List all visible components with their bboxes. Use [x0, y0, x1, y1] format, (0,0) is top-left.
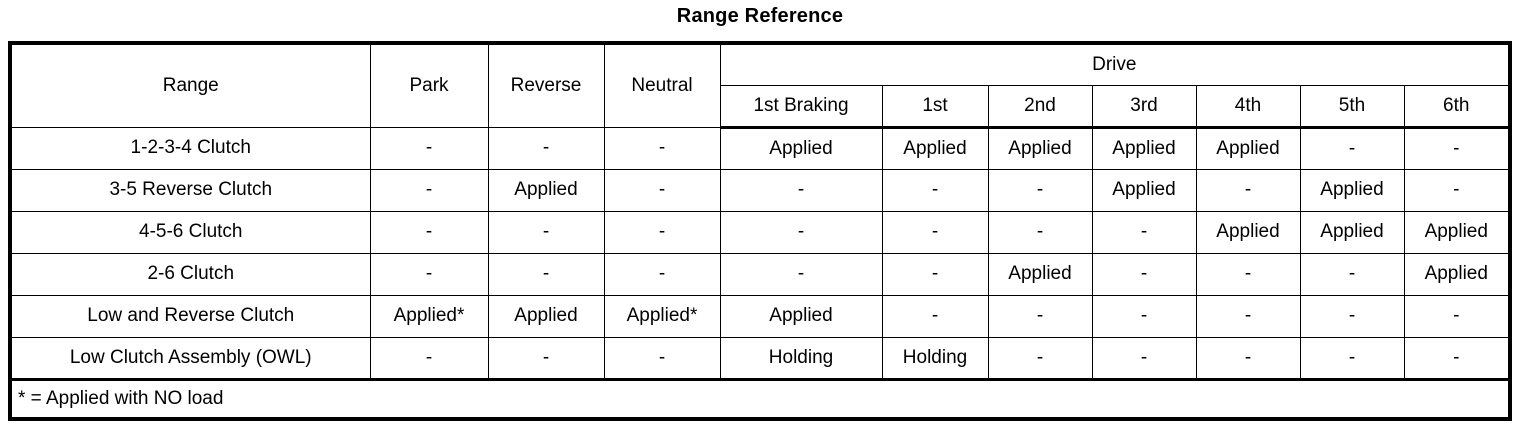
- table-footnote-row: * = Applied with NO load: [9, 377, 1511, 420]
- range-reference-table: Range Park Reverse Neutral Drive 1st Bra…: [8, 41, 1513, 421]
- row-label: 2-6 Clutch: [9, 252, 371, 296]
- cell-4th: -: [1195, 252, 1301, 296]
- cell-reverse: Applied: [487, 294, 605, 338]
- cell-4th: -: [1195, 168, 1301, 212]
- cell-1st-braking: -: [719, 168, 883, 212]
- cell-2nd: Applied: [987, 252, 1093, 296]
- cell-neutral: Applied*: [603, 294, 721, 338]
- column-header-5th: 5th: [1299, 84, 1405, 129]
- cell-6th: -: [1403, 168, 1511, 212]
- header-group-row: Range Park Reverse Neutral Drive: [9, 42, 1511, 128]
- cell-3rd: Applied: [1091, 126, 1197, 170]
- cell-reverse: -: [487, 252, 605, 296]
- column-header-range: Range: [9, 42, 371, 128]
- column-header-reverse: Reverse: [487, 42, 605, 128]
- cell-4th: Applied: [1195, 210, 1301, 254]
- cell-4th: -: [1195, 294, 1301, 338]
- cell-4th: -: [1195, 336, 1301, 380]
- cell-4th: Applied: [1195, 126, 1301, 170]
- table-row: 1-2-3-4 Clutch - - - Applied Applied App…: [9, 126, 1511, 170]
- column-header-neutral: Neutral: [603, 42, 721, 128]
- row-label: 4-5-6 Clutch: [9, 210, 371, 254]
- column-header-park: Park: [369, 42, 489, 128]
- cell-neutral: -: [603, 252, 721, 296]
- table-header: Range Park Reverse Neutral Drive 1st Bra…: [9, 42, 1511, 129]
- column-header-2nd: 2nd: [987, 84, 1093, 129]
- cell-2nd: -: [987, 210, 1093, 254]
- cell-1st-braking: Applied: [719, 294, 883, 338]
- cell-5th: -: [1299, 126, 1405, 170]
- table-body: 1-2-3-4 Clutch - - - Applied Applied App…: [9, 126, 1511, 420]
- cell-1st-braking: -: [719, 210, 883, 254]
- cell-5th: -: [1299, 294, 1405, 338]
- cell-reverse: Applied: [487, 168, 605, 212]
- table-row: Low Clutch Assembly (OWL) - - - Holding …: [9, 336, 1511, 380]
- cell-6th: -: [1403, 336, 1511, 380]
- cell-6th: -: [1403, 294, 1511, 338]
- column-header-1st-braking: 1st Braking: [719, 84, 883, 129]
- range-reference-table-container: Range Park Reverse Neutral Drive 1st Bra…: [8, 41, 1513, 421]
- row-label: 3-5 Reverse Clutch: [9, 168, 371, 212]
- column-header-3rd: 3rd: [1091, 84, 1197, 129]
- cell-park: -: [369, 126, 489, 170]
- cell-2nd: Applied: [987, 126, 1093, 170]
- cell-5th: Applied: [1299, 168, 1405, 212]
- cell-1st: -: [881, 252, 989, 296]
- cell-1st: -: [881, 168, 989, 212]
- row-label: Low and Reverse Clutch: [9, 294, 371, 338]
- cell-reverse: -: [487, 210, 605, 254]
- column-header-6th: 6th: [1403, 84, 1511, 129]
- table-row: Low and Reverse Clutch Applied* Applied …: [9, 294, 1511, 338]
- cell-1st-braking: Holding: [719, 336, 883, 380]
- cell-1st: -: [881, 294, 989, 338]
- cell-1st: Applied: [881, 126, 989, 170]
- cell-reverse: -: [487, 126, 605, 170]
- cell-reverse: -: [487, 336, 605, 380]
- page-title: Range Reference: [676, 5, 844, 27]
- column-header-4th: 4th: [1195, 84, 1301, 129]
- cell-6th: Applied: [1403, 252, 1511, 296]
- cell-5th: Applied: [1299, 210, 1405, 254]
- cell-1st-braking: -: [719, 252, 883, 296]
- row-label: 1-2-3-4 Clutch: [9, 126, 371, 170]
- cell-neutral: -: [603, 210, 721, 254]
- header-sub-row: 1st Braking 1st 2nd 3rd 4th 5th 6th: [10, 84, 1511, 129]
- cell-3rd: -: [1091, 210, 1197, 254]
- column-group-header-drive: Drive: [719, 42, 1511, 86]
- footnote-text: * = Applied with NO load: [9, 377, 1511, 420]
- cell-park: -: [369, 336, 489, 380]
- cell-neutral: -: [603, 168, 721, 212]
- cell-park: Applied*: [369, 294, 489, 338]
- cell-park: -: [369, 252, 489, 296]
- cell-6th: Applied: [1403, 210, 1511, 254]
- row-label: Low Clutch Assembly (OWL): [9, 336, 371, 380]
- cell-3rd: Applied: [1091, 168, 1197, 212]
- cell-5th: -: [1299, 252, 1405, 296]
- cell-2nd: -: [987, 336, 1093, 380]
- cell-park: -: [369, 210, 489, 254]
- cell-neutral: -: [603, 336, 721, 380]
- cell-1st: Holding: [881, 336, 989, 380]
- cell-park: -: [369, 168, 489, 212]
- cell-neutral: -: [603, 126, 721, 170]
- table-row: 3-5 Reverse Clutch - Applied - - - - App…: [9, 168, 1511, 212]
- cell-3rd: -: [1091, 336, 1197, 380]
- cell-2nd: -: [987, 294, 1093, 338]
- cell-2nd: -: [987, 168, 1093, 212]
- table-row: 4-5-6 Clutch - - - - - - - Applied Appli…: [9, 210, 1511, 254]
- cell-5th: -: [1299, 336, 1405, 380]
- column-header-1st: 1st: [881, 84, 989, 129]
- table-row: 2-6 Clutch - - - - - Applied - - - Appli…: [9, 252, 1511, 296]
- cell-1st: -: [881, 210, 989, 254]
- cell-6th: -: [1403, 126, 1511, 170]
- cell-3rd: -: [1091, 294, 1197, 338]
- cell-1st-braking: Applied: [719, 126, 883, 170]
- cell-3rd: -: [1091, 252, 1197, 296]
